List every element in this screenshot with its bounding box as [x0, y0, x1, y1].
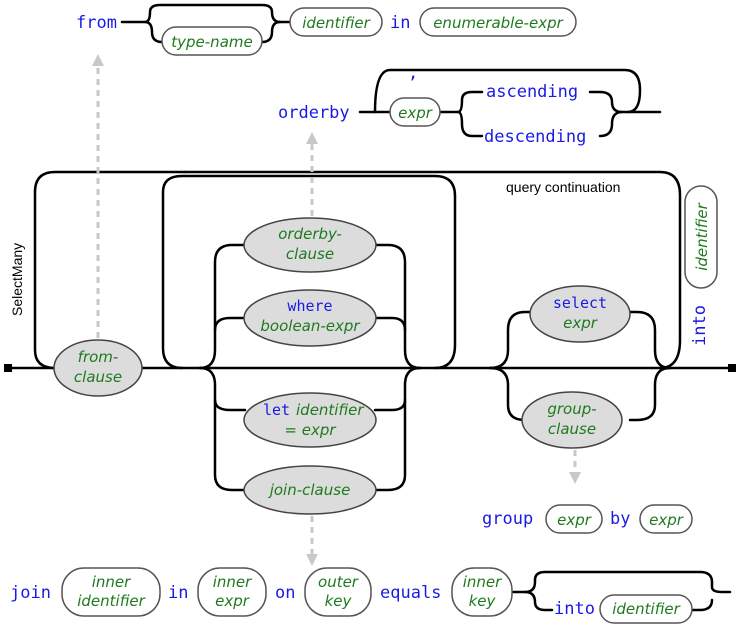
into-identifier-box — [684, 185, 718, 289]
outer-key-line2: key — [325, 592, 353, 610]
join-clause-node: join-clause — [243, 465, 377, 515]
query-continuation-label: query continuation — [506, 179, 620, 195]
select-keyword: select — [553, 294, 607, 312]
expr-box — [389, 97, 441, 127]
inner-key-box — [451, 567, 513, 617]
group-keyword: group — [482, 509, 533, 529]
join-clause-label: join-clause — [268, 481, 351, 499]
let-expr: = expr — [284, 421, 336, 439]
inner-expr-line2: expr — [215, 592, 250, 610]
by-expr-box — [639, 504, 693, 534]
descending-keyword: descending — [484, 127, 586, 147]
from-clause-line2: clause — [74, 368, 122, 386]
join-in-keyword: in — [168, 583, 188, 603]
in-keyword: in — [390, 13, 410, 33]
from-clause-line1: from- — [78, 348, 119, 366]
select-expr: expr — [563, 314, 598, 332]
on-keyword: on — [275, 583, 295, 603]
end-marker — [728, 364, 736, 372]
join-into-identifier-label: identifier — [612, 600, 680, 618]
inner-expr-box — [197, 567, 267, 617]
select-node: select expr — [529, 285, 631, 343]
from-rule: from type-name identifier in enumerable-… — [76, 3, 577, 56]
group-expr-box — [545, 504, 603, 534]
from-clause-node: from- clause — [53, 339, 143, 397]
inner-identifier-box — [61, 567, 161, 617]
by-keyword: by — [610, 509, 630, 529]
orderby-keyword: orderby — [278, 103, 350, 123]
group-clause-line1: group- — [547, 400, 596, 418]
join-keyword: join — [10, 583, 51, 603]
equals-keyword: equals — [380, 583, 441, 603]
enumerable-expr-box — [419, 7, 577, 37]
comma-separator: , — [408, 63, 418, 83]
type-name-box — [161, 26, 263, 56]
inner-key-line1: inner — [463, 573, 502, 591]
orderby-clause-line2: clause — [286, 245, 334, 263]
where-keyword: where — [287, 297, 332, 315]
group-clause-node: group- clause — [521, 391, 623, 449]
identifier-label: identifier — [302, 14, 370, 32]
expr-label: expr — [398, 104, 433, 122]
type-name-label: type-name — [171, 33, 252, 51]
group-expr-label: expr — [557, 511, 592, 529]
let-keyword: let — [263, 401, 290, 419]
main-rails — [4, 170, 736, 492]
identifier-box — [289, 7, 383, 37]
selectmany-label: SelectMany — [9, 243, 25, 316]
group-rule: group expr by expr — [482, 504, 693, 534]
join-into-keyword: into — [554, 599, 595, 619]
orderby-clause-node: orderby- clause — [243, 217, 377, 273]
where-node: where boolean-expr — [243, 289, 377, 347]
inner-expr-line1: inner — [213, 573, 252, 591]
join-into-identifier-box — [599, 594, 693, 624]
from-keyword: from — [76, 13, 117, 33]
inner-identifier-line2: identifier — [77, 592, 145, 610]
inner-key-line2: key — [469, 592, 497, 610]
into-identifier-label: identifier — [693, 202, 711, 270]
into-keyword: into — [690, 305, 710, 346]
orderby-clause-line1: orderby- — [278, 225, 342, 243]
outer-key-box — [304, 567, 372, 617]
group-clause-line2: clause — [548, 420, 596, 438]
enumerable-expr-label: enumerable-expr — [433, 14, 563, 32]
let-identifier: identifier — [296, 401, 364, 419]
join-rule: join inner identifier in inner expr on o… — [10, 567, 732, 624]
orderby-rule: orderby , expr ascending descending — [278, 63, 662, 147]
ascending-keyword: ascending — [486, 82, 578, 102]
start-marker — [4, 364, 12, 372]
outer-key-line1: outer — [318, 573, 359, 591]
let-node: let identifier = expr — [243, 392, 377, 448]
where-expr: boolean-expr — [260, 317, 360, 335]
by-expr-label: expr — [649, 511, 684, 529]
inner-identifier-line1: inner — [92, 573, 131, 591]
